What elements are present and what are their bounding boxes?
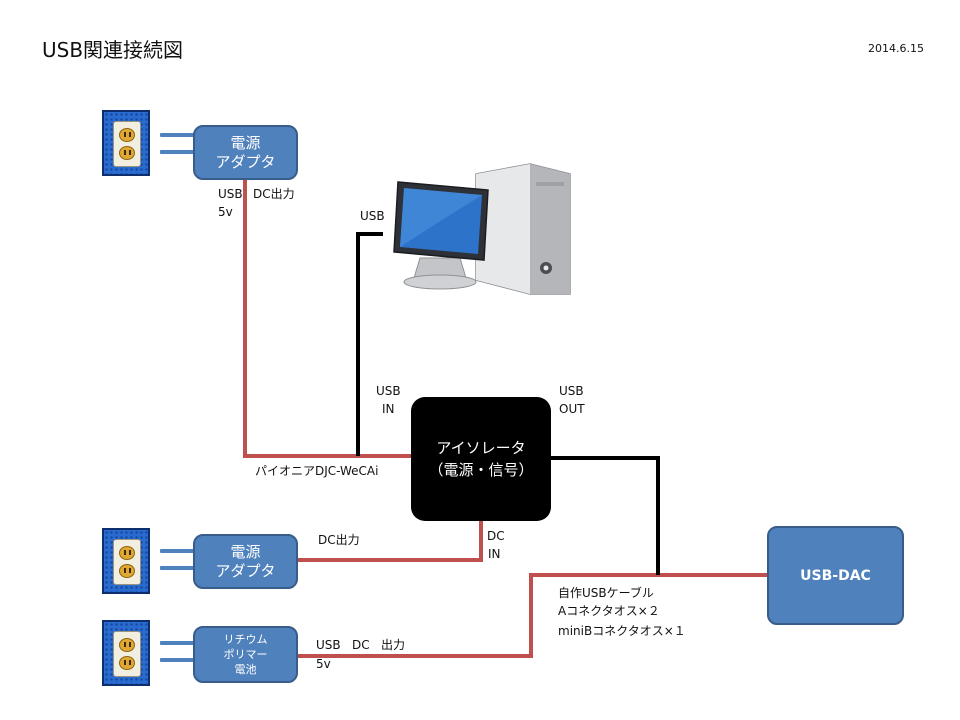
- cable-label-1: 自作USBケーブル: [558, 586, 654, 600]
- wall-outlet-icon: [102, 620, 150, 686]
- usb-out-label-1: USB: [559, 384, 584, 398]
- cable-label-2: Aコネクタオス×２: [558, 604, 660, 618]
- battery-line1: リチウム: [223, 633, 268, 646]
- desktop-computer-icon: [393, 163, 571, 295]
- power-adapter-mid-line1: 電源: [230, 542, 261, 561]
- wire-battery-to-dac: [298, 573, 767, 658]
- wall-outlet-icon: [102, 110, 150, 176]
- isolator-line1: アイソレータ: [436, 439, 526, 457]
- wire-adapter-top-to-isolator: [243, 180, 411, 458]
- battery-dc-label: DC: [352, 638, 370, 652]
- battery-line2: ポリマー: [223, 648, 268, 661]
- adapter-model-label: パイオニアDJC-WeCAi: [255, 464, 379, 478]
- dc-in-label-1: DC: [487, 529, 505, 543]
- usb-dac-box: USB-DAC: [767, 526, 904, 625]
- battery-usb-label: USB: [316, 638, 341, 652]
- diagram-date: 2014.6.15: [868, 42, 924, 55]
- usb-in-label-2: IN: [382, 402, 395, 416]
- battery-5v-label: 5v: [316, 657, 331, 671]
- wire-isolator-to-dac: [551, 456, 660, 575]
- adapter-top-5v-label: 5v: [218, 205, 233, 219]
- wall-outlet-icon: [102, 528, 150, 594]
- isolator-line2: （電源・信号）: [428, 461, 534, 479]
- wire-pc-to-isolator: [356, 232, 383, 456]
- adapter-top-dc-label: DC出力: [253, 187, 295, 201]
- pc-usb-label: USB: [360, 209, 385, 223]
- wire-adapter-mid-to-isolator: [298, 521, 483, 562]
- dc-in-label-2: IN: [488, 547, 501, 561]
- battery-out-label: 出力: [381, 638, 406, 652]
- power-adapter-top-line2: アダプタ: [215, 152, 276, 171]
- adapter-mid-dc-label: DC出力: [318, 533, 360, 547]
- power-adapter-mid: 電源 アダプタ: [193, 534, 298, 589]
- battery-line3: 電池: [234, 663, 257, 676]
- page-title: USB関連接続図: [42, 38, 184, 62]
- usb-dac-label: USB-DAC: [800, 567, 871, 584]
- power-adapter-top: 電源 アダプタ: [193, 125, 298, 180]
- cable-label-3: miniBコネクタオス×１: [558, 624, 686, 638]
- adapter-top-usb-label: USB: [218, 187, 243, 201]
- power-adapter-top-line1: 電源: [230, 133, 261, 152]
- power-adapter-mid-line2: アダプタ: [215, 561, 276, 580]
- isolator-box: アイソレータ （電源・信号）: [411, 397, 551, 521]
- usb-in-label-1: USB: [376, 384, 401, 398]
- usb-out-label-2: OUT: [559, 402, 585, 416]
- lithium-polymer-battery: リチウム ポリマー 電池: [193, 626, 298, 683]
